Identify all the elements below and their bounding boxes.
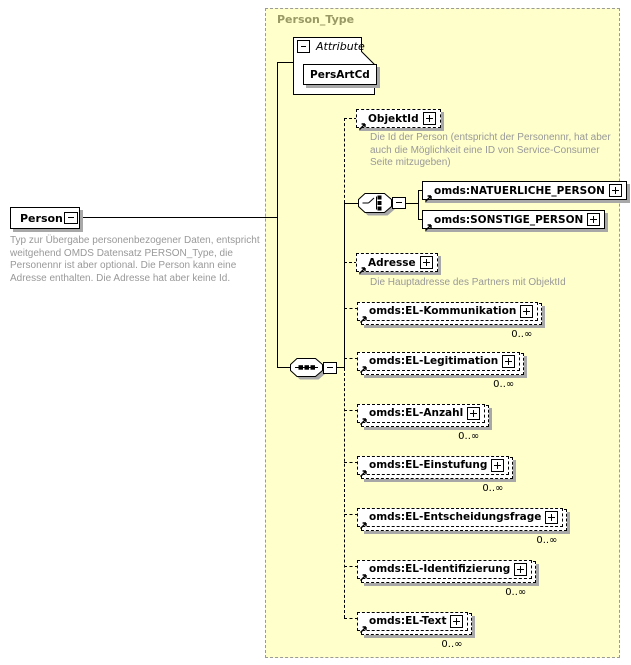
reference-arrow-icon: [360, 365, 367, 373]
attribute-section-label: Attribute: [316, 40, 365, 53]
element-natuerliche-person[interactable]: omds:NATUERLICHE_PERSON: [422, 181, 627, 202]
reference-arrow-icon: [360, 625, 367, 633]
attribute-persartcd[interactable]: PersArtCd: [303, 64, 377, 85]
person-type-container: Person_Type: [265, 8, 620, 658]
element-name: omds:EL-Entscheidungsfrage: [369, 511, 542, 523]
element-name: omds:SONSTIGE_PERSON: [434, 213, 584, 226]
connector-line: [277, 62, 278, 368]
reference-arrow-icon: [425, 195, 432, 202]
occurrence-label: 0..∞: [536, 534, 558, 546]
reference-arrow-icon: [360, 573, 367, 581]
reference-arrow-icon: [360, 469, 367, 477]
connector-line: [344, 262, 357, 263]
collapse-icon[interactable]: [323, 362, 337, 374]
connector-line: [344, 203, 345, 368]
connector-line: [344, 618, 358, 619]
occurrence-label: 0..∞: [511, 328, 533, 340]
element-objektid[interactable]: ObjektId: [356, 109, 441, 130]
reference-arrow-icon: [359, 267, 366, 274]
connector-line: [418, 219, 423, 220]
connector-line: [344, 358, 358, 359]
connector-line: [337, 367, 345, 368]
element-el-einstufung[interactable]: omds:EL-Einstufung 0..∞: [357, 453, 514, 494]
occurrence-label: 0..∞: [493, 378, 515, 390]
element-el-identifizierung[interactable]: omds:EL-Identifizierung 0..∞: [357, 557, 537, 598]
element-el-kommunikation[interactable]: omds:EL-Kommunikation 0..∞: [357, 299, 543, 340]
expand-icon[interactable]: [419, 256, 433, 269]
collapse-icon[interactable]: [297, 40, 310, 53]
expand-icon[interactable]: [520, 304, 534, 318]
connector-line: [344, 566, 358, 567]
connector-line: [344, 514, 358, 515]
connector-line: [418, 190, 419, 220]
connector-line: [344, 308, 358, 309]
expand-icon[interactable]: [587, 213, 601, 226]
expand-icon[interactable]: [545, 510, 559, 524]
sequence-compositor-icon[interactable]: [290, 358, 327, 381]
element-name: Adresse: [368, 256, 416, 269]
connector-line: [406, 203, 418, 204]
attribute-name: PersArtCd: [310, 68, 370, 81]
occurrence-label: 0..∞: [441, 638, 463, 650]
person-type-title: Person_Type: [277, 13, 355, 26]
occurrence-label: 0..∞: [482, 482, 504, 494]
element-name: Person: [20, 211, 63, 225]
connector-line: [277, 367, 291, 368]
connector-line: [344, 118, 357, 119]
occurrence-label: 0..∞: [458, 430, 480, 442]
element-el-text[interactable]: omds:EL-Text 0..∞: [357, 609, 473, 650]
reference-arrow-icon: [360, 315, 367, 323]
element-annotation: Die Hauptadresse des Partners mit Objekt…: [370, 277, 566, 288]
element-name: omds:EL-Identifizierung: [369, 563, 511, 575]
element-person[interactable]: Person: [10, 207, 80, 229]
connector-line: [344, 118, 345, 203]
expand-icon[interactable]: [514, 562, 528, 576]
connector-line: [344, 203, 358, 204]
element-name: omds:EL-Anzahl: [369, 407, 464, 419]
collapse-icon[interactable]: [392, 197, 406, 209]
expand-icon[interactable]: [491, 458, 505, 472]
element-name: omds:NATUERLICHE_PERSON: [434, 184, 605, 197]
occurrence-label: 0..∞: [505, 586, 527, 598]
expand-icon[interactable]: [450, 614, 464, 628]
connector-line: [344, 462, 358, 463]
expand-icon[interactable]: [502, 354, 516, 368]
element-name: omds:EL-Legitimation: [369, 355, 499, 367]
collapse-icon[interactable]: [64, 212, 78, 224]
connector-line: [344, 410, 358, 411]
reference-arrow-icon: [360, 417, 367, 425]
reference-arrow-icon: [360, 521, 367, 529]
expand-icon[interactable]: [608, 184, 622, 197]
element-sonstige-person[interactable]: omds:SONSTIGE_PERSON: [422, 210, 606, 231]
connector-line: [78, 217, 277, 218]
connector-line: [277, 62, 294, 63]
element-annotation: Die Id der Person (entspricht der Person…: [370, 132, 611, 168]
element-name: omds:EL-Kommunikation: [369, 305, 517, 317]
reference-arrow-icon: [425, 224, 432, 231]
element-adresse[interactable]: Adresse: [356, 253, 438, 274]
element-name: ObjektId: [368, 112, 419, 125]
expand-icon[interactable]: [422, 112, 436, 125]
element-el-entscheidungsfrage[interactable]: omds:EL-Entscheidungsfrage 0..∞: [357, 505, 568, 546]
element-annotation: Typ zur Übergabe personenbezogener Daten…: [10, 235, 260, 284]
element-name: omds:EL-Einstufung: [369, 459, 488, 471]
connector-line: [418, 190, 423, 191]
connector-line: [344, 368, 345, 618]
element-name: omds:EL-Text: [369, 615, 447, 627]
reference-arrow-icon: [359, 123, 366, 130]
element-el-legitimation[interactable]: omds:EL-Legitimation 0..∞: [357, 349, 525, 390]
element-el-anzahl[interactable]: omds:EL-Anzahl 0..∞: [357, 401, 490, 442]
choice-compositor-icon[interactable]: [358, 193, 396, 217]
expand-icon[interactable]: [467, 406, 481, 420]
